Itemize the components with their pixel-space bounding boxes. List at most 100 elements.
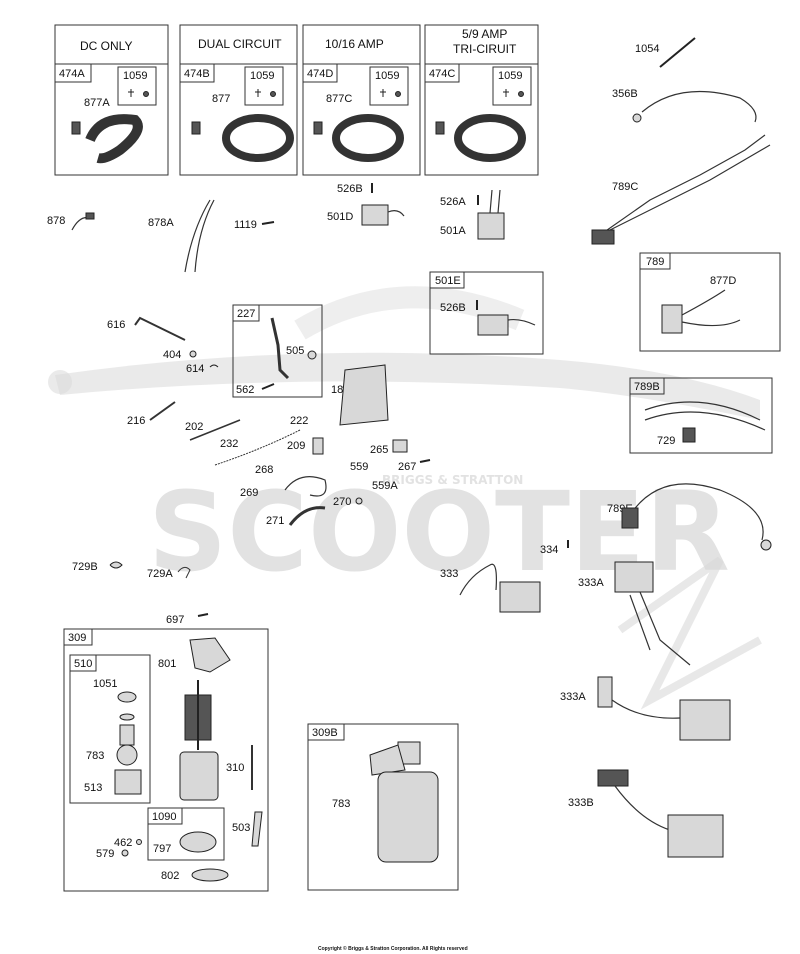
label-559A: 559A — [372, 480, 398, 492]
washer-icon — [119, 713, 135, 721]
connector-icon — [313, 121, 323, 135]
label-783-left: 783 — [86, 750, 104, 762]
label-309B: 309B — [312, 727, 338, 739]
end-cap-801-icon — [189, 637, 231, 673]
lower-left-parts: 729B 729A 697 — [72, 561, 209, 626]
label-526B-box: 526B — [440, 302, 466, 314]
label-513: 513 — [84, 782, 102, 794]
box-title: DUAL CIRCUIT — [198, 37, 282, 51]
label-878A: 878A — [148, 217, 174, 229]
header-box-5-9-amp: 5/9 AMP TRI-CIRUIT 474C 1059 — [424, 24, 539, 176]
label-1054: 1054 — [635, 43, 659, 55]
stator-ring-icon — [454, 114, 526, 162]
box-frame — [302, 24, 421, 176]
label-503: 503 — [232, 822, 250, 834]
label-802: 802 — [161, 870, 179, 882]
box-label: 877C — [326, 93, 352, 105]
label-505: 505 — [286, 345, 304, 357]
starter-motor-783-icon — [377, 771, 439, 863]
plate-802-icon — [191, 868, 229, 882]
stator-segment-icon — [85, 114, 143, 164]
plug-wire-icon — [611, 699, 681, 719]
label-729: 729 — [657, 435, 675, 447]
label-216: 216 — [127, 415, 145, 427]
screw-icon — [255, 89, 261, 97]
watermark-arc — [294, 286, 525, 340]
box-label: 877A — [84, 97, 110, 109]
pinion-gear-icon — [116, 744, 138, 766]
code-box — [179, 63, 215, 83]
label-877D: 877D — [710, 275, 736, 287]
lead-333-icon — [459, 563, 497, 596]
code-box-309B — [307, 723, 345, 741]
harness-wire-icon — [599, 134, 766, 236]
stator-ring-icon — [222, 114, 294, 162]
nut-icon — [395, 91, 401, 97]
box-frame — [179, 24, 298, 176]
spring-icon — [119, 724, 135, 746]
regulator-leads-icon — [489, 189, 501, 214]
header-box-dual-circuit: DUAL CIRCUIT 474B 1059 877 — [179, 24, 298, 176]
label-614: 614 — [186, 363, 204, 375]
screw-697-icon — [197, 613, 209, 617]
label-1051: 1051 — [93, 678, 117, 690]
lever-227-icon — [270, 317, 290, 380]
code-box — [302, 63, 338, 83]
label-310: 310 — [226, 762, 244, 774]
label-1119: 1119 — [234, 219, 257, 231]
ignition-coil-333B-icon — [667, 814, 724, 858]
box-code: 474C — [429, 68, 455, 80]
label-526A: 526A — [440, 196, 466, 208]
part-box — [244, 66, 284, 106]
ring-terminal-icon — [632, 113, 642, 123]
label-268: 268 — [255, 464, 273, 476]
label-333A-top: 333A — [578, 577, 604, 589]
lever-271-icon — [288, 506, 326, 526]
code-box-510 — [69, 654, 97, 672]
box-501E — [429, 271, 544, 355]
label-209: 209 — [287, 440, 305, 452]
cable-tie-icon — [659, 37, 696, 68]
control-linkage-parts: 616 404 614 227 505 562 188 216 202 222 … — [107, 304, 431, 527]
watermark-zip-mark — [617, 556, 762, 710]
header-box-10-16-amp: 10/16 AMP 474D 1059 877C — [302, 24, 421, 176]
ground-wire-icon — [641, 90, 757, 123]
washer-404-icon — [189, 350, 197, 358]
ignition-coil-333A-icon — [614, 561, 654, 593]
label-501E: 501E — [435, 275, 461, 287]
box-309-frame — [63, 628, 269, 892]
code-box-789B — [629, 377, 665, 395]
label-222: 222 — [290, 415, 308, 427]
box-title: 10/16 AMP — [325, 37, 384, 51]
boot-icon — [621, 507, 639, 529]
spring-209-icon — [312, 437, 324, 455]
box-309-starter: 309 510 1051 783 513 801 310 1090 797 50… — [63, 628, 269, 892]
cap-icon — [117, 691, 137, 703]
bracket-503-icon — [251, 811, 263, 847]
connector-icon — [71, 121, 81, 135]
box-code: 474D — [307, 68, 333, 80]
box-227 — [232, 304, 323, 398]
nut-462-icon — [136, 839, 142, 845]
regulator-501D-icon — [361, 204, 389, 226]
label-333B: 333B — [568, 797, 594, 809]
label-270: 270 — [333, 496, 351, 508]
plug-wire-icon-2 — [614, 785, 671, 831]
wire-789E-icon — [629, 483, 764, 541]
label-729A: 729A — [147, 568, 173, 580]
screw-icon — [503, 89, 509, 97]
label-404: 404 — [163, 349, 181, 361]
wire-pair-icon — [644, 401, 766, 431]
block-265-icon — [392, 439, 408, 453]
rod-202-icon — [189, 419, 241, 441]
screw-267-icon — [419, 459, 431, 463]
regulator-501A-icon — [477, 212, 505, 240]
ignition-coil-333-icon — [499, 581, 541, 613]
label-333A-mid: 333A — [560, 691, 586, 703]
nut-270-icon — [355, 497, 363, 505]
label-267: 267 — [398, 461, 416, 473]
wiring-parts-middle: 878 878A 1119 526B 501D 526A 501A 501E 5… — [47, 183, 544, 355]
code-box-501E — [429, 271, 465, 289]
box-frame — [424, 24, 539, 176]
code-box-789 — [639, 252, 671, 270]
